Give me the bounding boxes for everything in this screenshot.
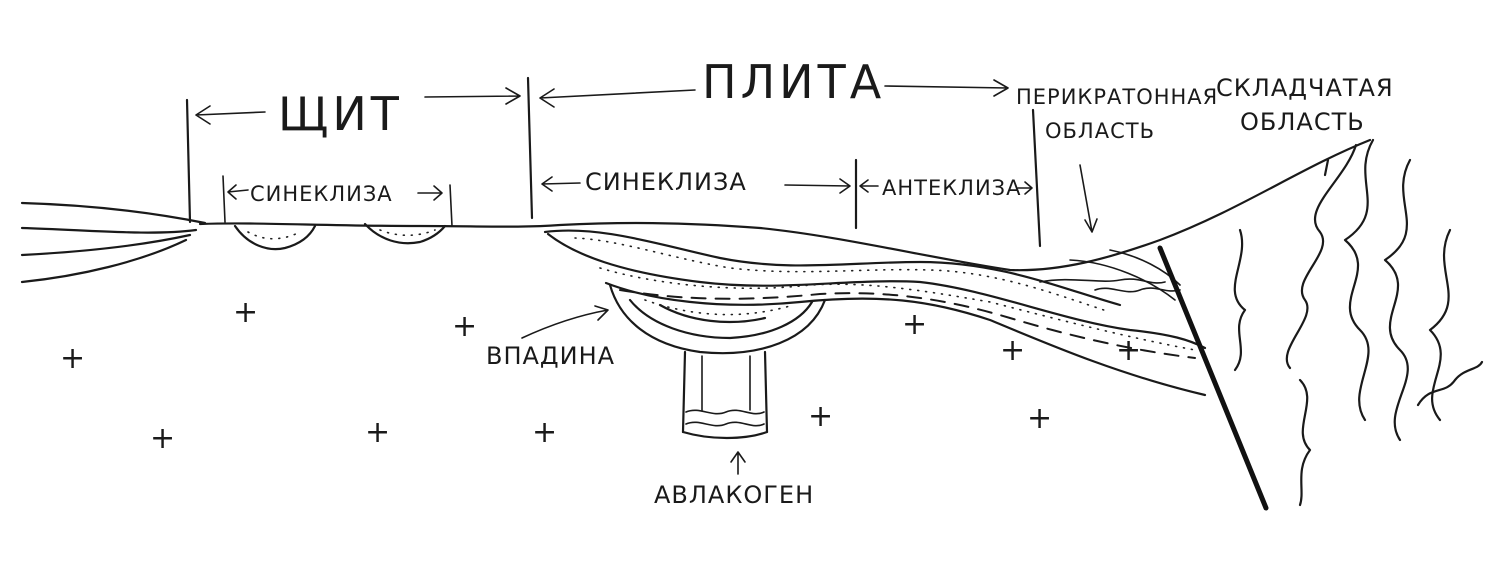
shield-left-tick [185, 98, 192, 224]
small-syneclise-arrow-left [227, 184, 249, 200]
fold-zigzag-2 [1343, 138, 1375, 422]
pericratonic-label-line-2: ОБЛАСТЬ [1045, 119, 1155, 143]
shield-label: ЩИТ [278, 87, 403, 141]
aulacogen-base [681, 430, 769, 440]
folded-label-line-1: СКЛАДЧАТАЯ [1216, 74, 1394, 102]
basement-plus-mark: + [532, 415, 557, 450]
basement-plus-mark: + [1116, 333, 1141, 368]
basement-plus-mark: + [902, 307, 927, 342]
fold-zigzag-3 [1383, 158, 1412, 442]
left-strata-line-3 [20, 233, 192, 257]
plate-label: ПЛИТА [702, 55, 885, 109]
plate-arrow-right [884, 79, 1009, 97]
anteclise-label: АНТЕКЛИЗА [882, 176, 1022, 200]
plate-arrow-left [539, 88, 696, 108]
plate-right-tick [1031, 108, 1042, 248]
shield-arrow-left [195, 105, 266, 125]
depression-dots [644, 299, 791, 316]
basement-plus-mark: + [1027, 401, 1052, 436]
anteclise-arrow-left [859, 179, 879, 193]
small-syneclise-arrow-right [417, 185, 443, 201]
pericratonic-arrow [1079, 164, 1098, 233]
small-syneclise-lens-2 [363, 222, 447, 245]
pericratonic-label-line-1: ПЕРИКРАТОННАЯ [1016, 85, 1218, 109]
depression-label: ВПАДИНА [486, 342, 615, 370]
small-syneclise-right-tick [449, 184, 453, 227]
boundary-fault [1157, 245, 1269, 511]
left-strata-line-2 [20, 226, 198, 234]
depression-inner [658, 303, 767, 324]
aulacogen-label: АВЛАКОГЕН [654, 481, 814, 509]
anteclise-arrow-right [1017, 181, 1033, 195]
depression-mid [628, 298, 814, 340]
large-syneclise-label: СИНЕКЛИЗА [585, 168, 747, 196]
fold-zigzag-6 [1298, 378, 1312, 507]
aulacogen-wave-1 [685, 409, 765, 415]
plate-layer-dashes [619, 289, 1196, 359]
basement-plus-mark: + [365, 415, 390, 450]
small-syneclise-label: СИНЕКЛИЗА [250, 182, 393, 206]
left-strata-line-1 [20, 201, 207, 225]
depression-arrow [521, 305, 609, 339]
plate-layer-1 [543, 229, 1122, 307]
small-syneclise-lens-1 [233, 224, 317, 251]
pericratonic-wave-1 [1039, 278, 1166, 284]
aulacogen-right-wall [763, 350, 769, 434]
basement-plus-mark: + [233, 295, 258, 330]
aulacogen-arrow [730, 451, 746, 475]
small-syneclise-fill-1 [247, 231, 301, 240]
large-syneclise-arrow-right [784, 178, 851, 194]
aulacogen-left-wall [681, 350, 687, 434]
basement-plus-mark: + [150, 421, 175, 456]
depression-outer [608, 283, 827, 355]
surface-line [198, 138, 1372, 272]
basement-plus-mark: + [1000, 333, 1025, 368]
plate-layer-3 [604, 281, 1207, 397]
pericratonic-wave-2 [1094, 287, 1181, 293]
basement-plus-mark: + [452, 309, 477, 344]
plate-layer-1-dots [574, 237, 1111, 313]
plate-layer-2 [546, 232, 1207, 350]
basement-plus-mark: + [60, 341, 85, 376]
large-syneclise-arrow-left [541, 176, 581, 192]
basement-plus-mark: + [808, 399, 833, 434]
fold-zigzag-5 [1233, 228, 1247, 372]
folded-label-line-2: ОБЛАСТЬ [1240, 108, 1365, 136]
small-syneclise-left-tick [222, 175, 226, 223]
shield-arrow-right [424, 87, 521, 105]
fold-zigzag-1 [1285, 143, 1358, 370]
fold-squiggle [1416, 360, 1484, 407]
aulacogen-wave-2 [685, 421, 765, 427]
basement-marks: +++++++++++ [60, 295, 1141, 456]
small-syneclise-fill-2 [379, 229, 436, 237]
left-strata-line-4 [20, 238, 188, 284]
pericratonic-line-1 [1069, 259, 1176, 301]
shield-right-tick [526, 76, 534, 220]
